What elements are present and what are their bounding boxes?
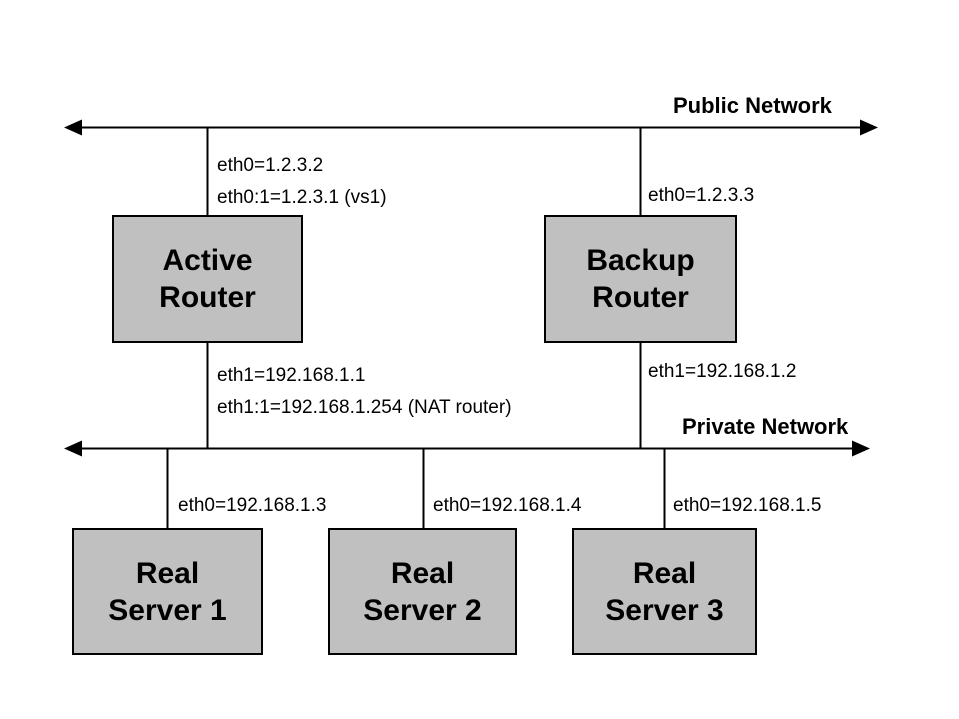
private-bus-right-arrowhead-icon [852,440,870,457]
real-server-1-eth0-label: eth0=192.168.1.3 [178,495,327,516]
real-server-3-eth0-label: eth0=192.168.1.5 [673,495,822,516]
backup-router-label-line2: Router [592,281,689,314]
backup-router-eth0-label: eth0=1.2.3.3 [648,185,755,206]
active-router-eth1-addr: eth1=192.168.1.1 [217,365,366,386]
real-server-2-eth0-label: eth0=192.168.1.4 [433,495,582,516]
backup-router-node: Backup Router [544,215,737,343]
real-server-1-node: Real Server 1 [72,528,263,655]
private-bus-left-arrowhead-icon [64,440,82,457]
real-server-3-label-line2: Server 3 [605,593,724,627]
real-server-1-label-line1: Real [135,556,200,590]
public-bus-left-arrowhead-icon [64,119,82,136]
active-router-label-line1: Active [162,244,253,277]
backup-router-label-line1: Backup [586,244,695,277]
real-server-3-label-line1: Real [632,556,697,590]
real-server-1-label-line2: Server 1 [108,593,227,627]
active-router-label-line2: Router [159,281,256,314]
active-router-eth0-addr: eth0=1.2.3.2 [217,155,324,176]
active-router-eth1-label: eth1=192.168.1.1 eth1:1=192.168.1.254 (N… [217,360,512,424]
real-server-2-label-line1: Real [390,556,455,590]
active-router-eth0-label: eth0=1.2.3.2 eth0:1=1.2.3.1 (vs1) [217,150,387,214]
active-router-node: Active Router [112,215,303,343]
active-router-eth1-alias-addr: eth1:1=192.168.1.254 (NAT router) [217,397,512,418]
real-server-3-node: Real Server 3 [572,528,757,655]
real-server-2-label-line2: Server 2 [363,593,482,627]
active-router-eth0-alias-addr: eth0:1=1.2.3.1 (vs1) [217,187,387,208]
real-server-2-node: Real Server 2 [328,528,517,655]
public-bus-right-arrowhead-icon [860,119,878,136]
private-network-label: Private Network [682,414,849,439]
backup-router-eth1-label: eth1=192.168.1.2 [648,361,797,382]
public-network-label: Public Network [673,93,832,118]
